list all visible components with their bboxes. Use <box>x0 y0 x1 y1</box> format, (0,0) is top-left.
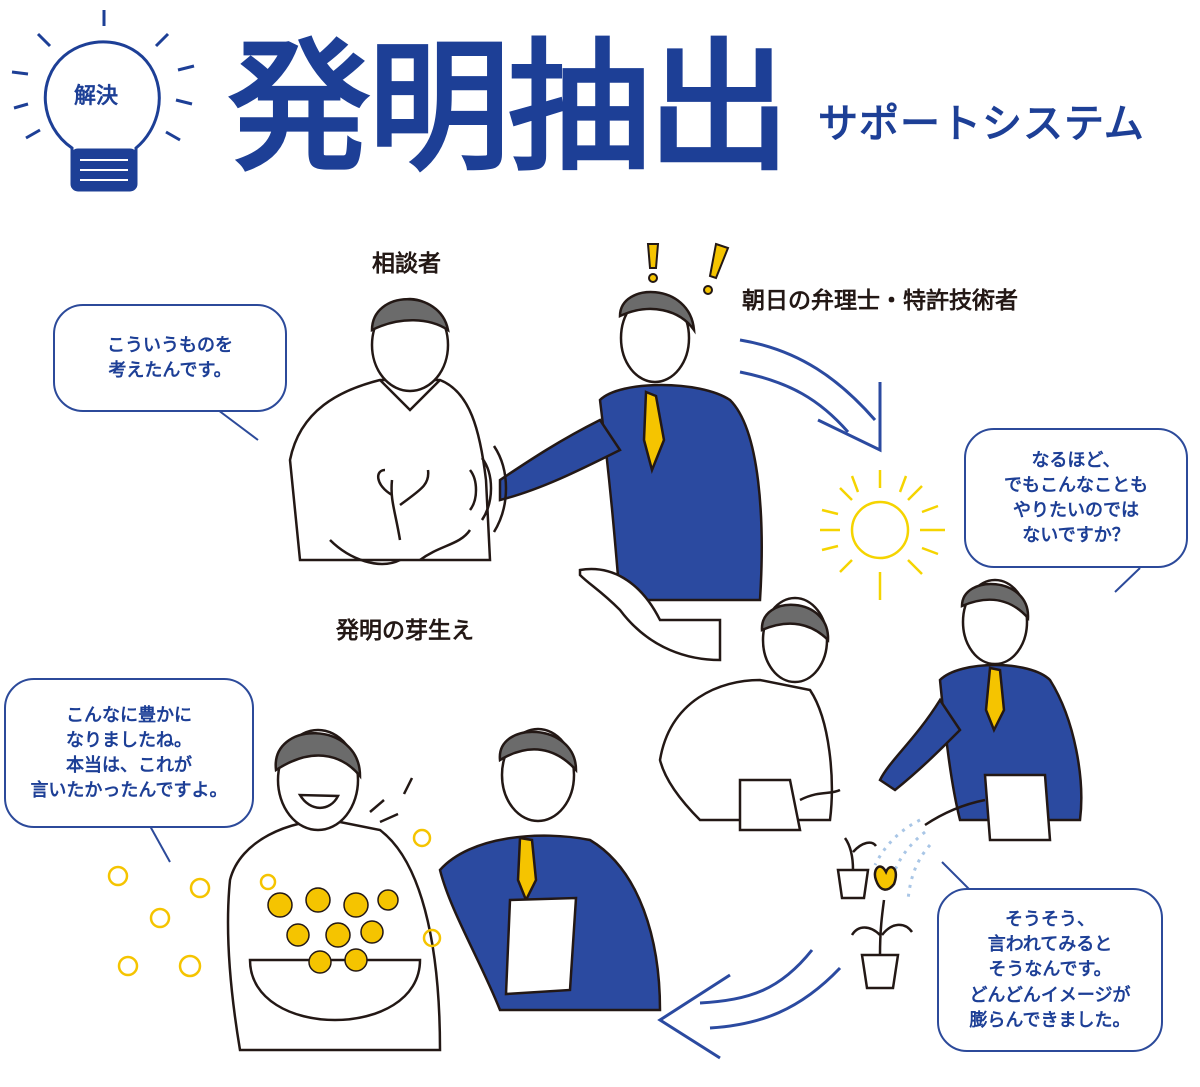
speech-bubble-2: なるほど、 でもこんなことも やりたいのでは ないですか？ <box>964 428 1188 568</box>
plant-icon <box>836 837 914 990</box>
bubble-line: 本当は、これが <box>66 755 192 776</box>
bubble-line: なりましたね。 <box>66 729 192 751</box>
bubble-line: やりたいのでは <box>1013 500 1139 521</box>
bubble-line: こういうものを <box>107 334 233 356</box>
clap-lines-icon <box>369 777 414 824</box>
sun-icon <box>820 470 945 600</box>
bubble-line: こんなに豊かに <box>66 704 192 726</box>
attorney-figure <box>498 290 763 662</box>
bubble-line: そうそう、 <box>1005 909 1095 931</box>
bubble-line: でもこんなことも <box>1004 474 1148 496</box>
sound-waves-icon <box>468 445 508 533</box>
label-consultant: 相談者 <box>372 251 441 277</box>
speech-bubble-1: こういうものを 考えたんです。 <box>53 304 287 412</box>
consultant-figure <box>226 728 442 1052</box>
consultant-figure <box>658 596 841 832</box>
bubble-line: 言われてみると <box>987 934 1113 956</box>
attorney-figure <box>878 578 1083 842</box>
arrow-icon <box>657 949 842 1060</box>
arrow-icon <box>739 338 882 453</box>
bulb-label: 解決 <box>74 84 119 109</box>
bubble-line: 考えたんです。 <box>108 360 232 381</box>
bubble-line: 膨らんできました。 <box>969 1009 1131 1031</box>
water-drops-icon <box>873 818 932 901</box>
page-title: 発明抽出 <box>228 26 790 191</box>
bubble-line: 言いたかったんですよ。 <box>30 780 228 802</box>
lightbulb-icon <box>11 10 195 192</box>
bubble-line: そうなんです。 <box>988 959 1112 981</box>
bubble-line: どんどんイメージが <box>969 984 1131 1006</box>
attorney-figure <box>438 727 662 1012</box>
consultant-figure <box>288 297 492 566</box>
bubble-line: なるほど、 <box>1031 449 1121 471</box>
flowers-icon <box>107 828 442 978</box>
exclamation-icon <box>646 242 730 295</box>
speech-bubble-3: そうそう、 言われてみると そうなんです。 どんどんイメージが 膨らんできました… <box>937 888 1163 1052</box>
label-sprout: 発明の芽生え <box>336 618 474 644</box>
speech-bubble-4: こんなに豊かに なりましたね。 本当は、これが 言いたかったんですよ。 <box>4 678 254 828</box>
page-subtitle: サポートシステム <box>818 101 1145 147</box>
bubble-line: ないですか？ <box>1022 525 1130 547</box>
label-attorney: 朝日の弁理士・特許技術者 <box>742 288 1018 314</box>
